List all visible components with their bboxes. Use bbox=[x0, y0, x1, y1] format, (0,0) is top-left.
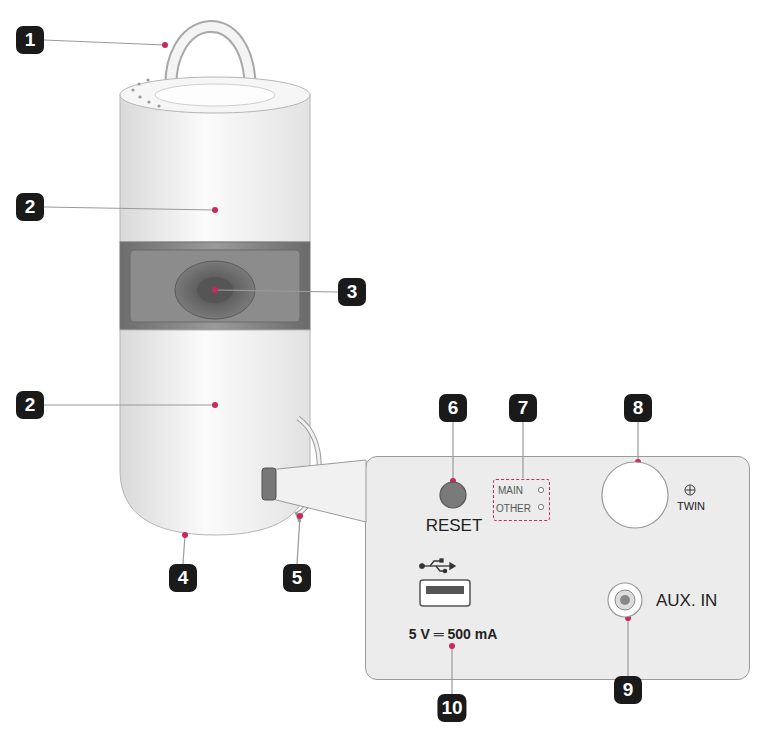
strap-outline bbox=[298, 418, 319, 514]
button-label: TWIN bbox=[677, 500, 705, 512]
leader-dot bbox=[212, 287, 218, 293]
callout-number: 5 bbox=[283, 564, 311, 592]
leader-line bbox=[215, 290, 338, 292]
callout-number: 3 bbox=[338, 278, 366, 306]
button-dot bbox=[138, 95, 141, 98]
leader-dot bbox=[212, 402, 218, 408]
handle bbox=[171, 26, 250, 100]
speaker-cone bbox=[175, 261, 255, 319]
port-label: AUX. IN bbox=[656, 592, 717, 611]
button-dot bbox=[146, 78, 149, 81]
callout-number: 4 bbox=[169, 564, 197, 592]
connector-panel: RESET TWIN AUX. IN 5 V ═ 500 mA MAIN OTHER bbox=[365, 456, 750, 680]
indicator-label: MAIN bbox=[498, 485, 523, 496]
port-opening bbox=[262, 468, 276, 500]
leader-line bbox=[44, 404, 215, 405]
leader-dot bbox=[162, 42, 168, 48]
zoom-wedge bbox=[268, 460, 366, 522]
leader-line bbox=[183, 535, 185, 564]
speaker-recess bbox=[130, 250, 300, 322]
callout-number: 6 bbox=[439, 394, 467, 422]
top-panel bbox=[155, 84, 275, 106]
lower-body bbox=[120, 330, 310, 535]
button-dot bbox=[157, 104, 160, 107]
upper-body bbox=[120, 95, 310, 242]
callout-number: 2 bbox=[16, 391, 44, 419]
button-dot bbox=[137, 82, 140, 85]
leader-line bbox=[44, 40, 165, 45]
callout-number: 9 bbox=[614, 676, 642, 704]
leader-line bbox=[297, 516, 300, 564]
indicator-label: OTHER bbox=[496, 503, 531, 514]
handle-outline bbox=[171, 26, 250, 100]
leader-line bbox=[44, 207, 215, 210]
speaker-window bbox=[120, 242, 310, 330]
strap bbox=[298, 418, 319, 514]
speaker-dustcap bbox=[197, 277, 233, 303]
callout-number: 2 bbox=[16, 193, 44, 221]
callout-number: 10 bbox=[437, 694, 466, 722]
top-buttons bbox=[131, 78, 160, 107]
leader-dot bbox=[297, 513, 303, 519]
callout-number: 7 bbox=[509, 394, 537, 422]
button-dot bbox=[131, 88, 134, 91]
leader-dot bbox=[212, 207, 218, 213]
button-label: RESET bbox=[426, 517, 483, 536]
top-cap bbox=[120, 77, 310, 113]
mode-indicator-box: MAIN OTHER bbox=[493, 479, 550, 521]
leader-dot bbox=[182, 532, 188, 538]
callout-number: 1 bbox=[16, 26, 44, 54]
power-rating: 5 V ═ 500 mA bbox=[409, 627, 498, 642]
strap-end bbox=[296, 512, 300, 522]
button-dot bbox=[147, 100, 150, 103]
callout-number: 8 bbox=[624, 394, 652, 422]
